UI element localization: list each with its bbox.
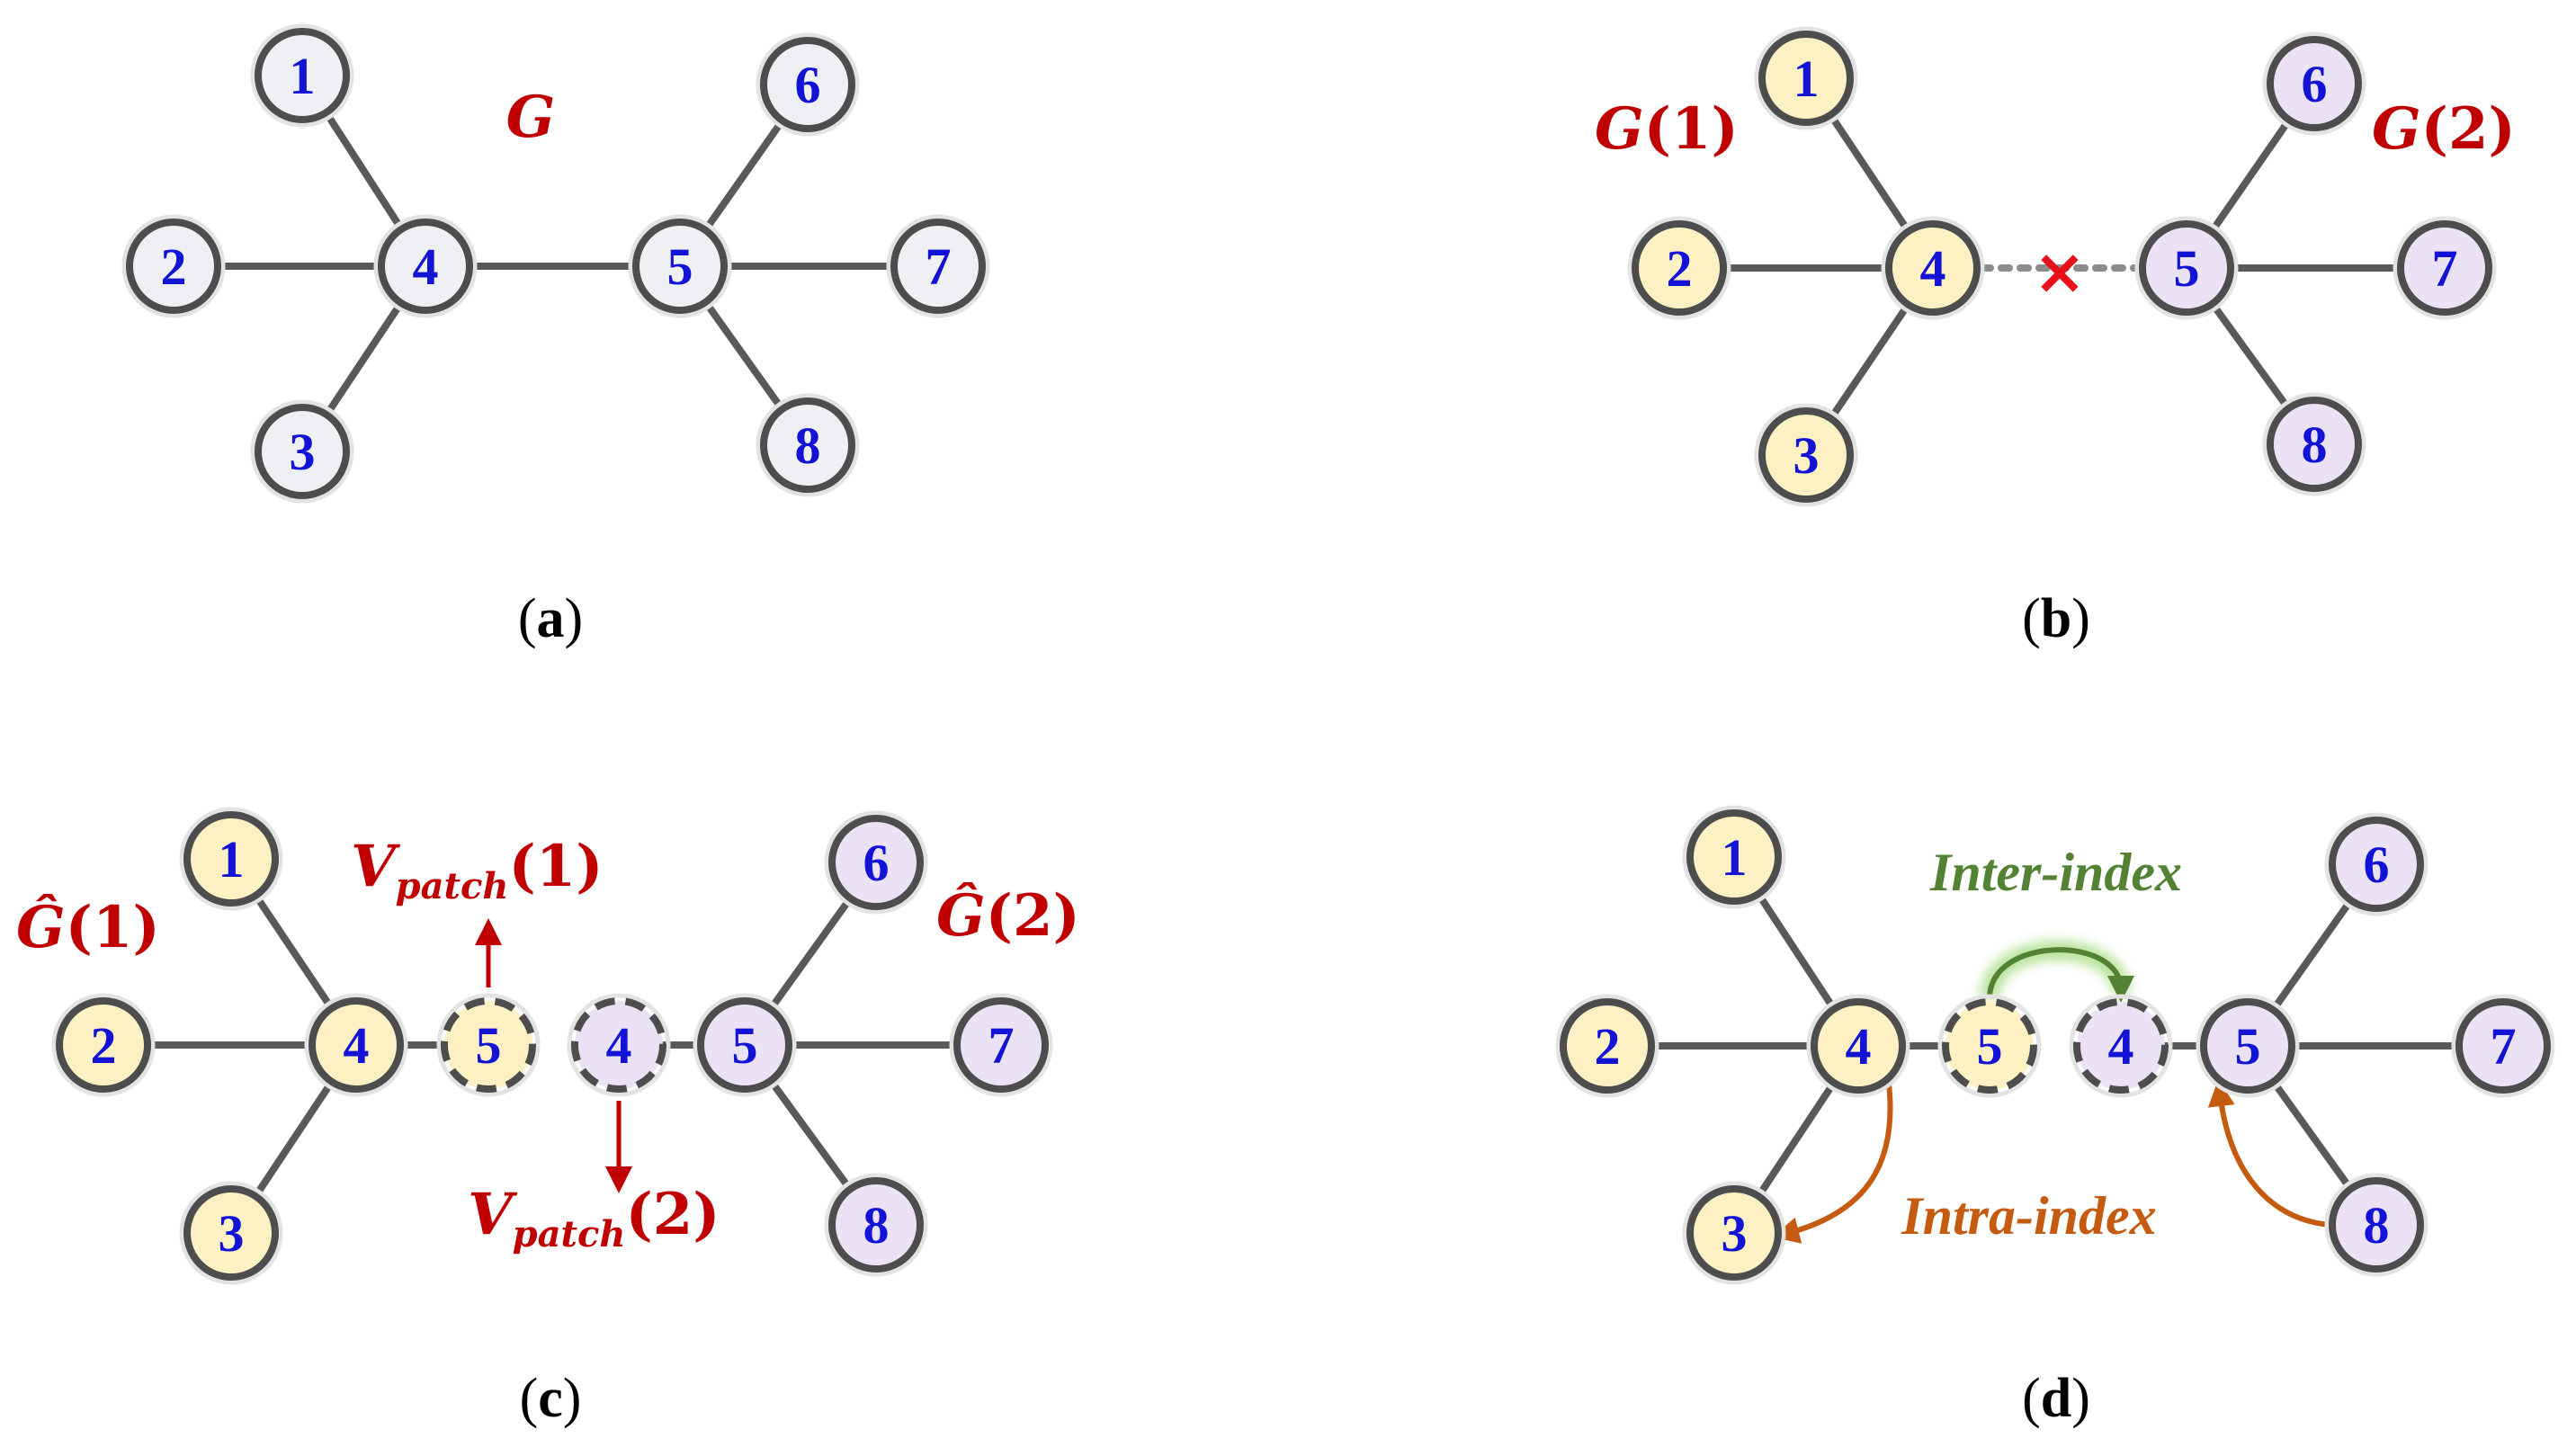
panel-b: × G(1) G(2) 1 2 3 4 5 6 7 8 (b) — [1595, 26, 2516, 649]
node-5: 5 — [2196, 994, 2300, 1098]
graph-label-g2: G(2) — [2372, 95, 2516, 163]
svg-text:4: 4 — [1920, 239, 1946, 298]
svg-text:7: 7 — [2491, 1017, 2517, 1076]
svg-text:2: 2 — [1667, 239, 1693, 298]
patch-label-2: Vpatch(2) — [468, 1181, 720, 1255]
node-1: 1 — [1682, 805, 1786, 909]
node-3: 3 — [179, 1181, 283, 1285]
svg-text:8: 8 — [2302, 415, 2328, 474]
nodes-b: 1 2 3 4 5 6 7 8 — [1627, 26, 2497, 507]
caption-b: (b) — [2022, 588, 2090, 649]
svg-text:1: 1 — [1793, 49, 1820, 108]
caption-d: (d) — [2022, 1368, 2090, 1429]
svg-text:2: 2 — [161, 237, 187, 296]
node-5: 5 — [2134, 216, 2239, 320]
node-6: 6 — [824, 810, 928, 915]
nodes-d: 1 2 3 4 5 4 5 6 7 8 — [1555, 805, 2555, 1285]
svg-text:4: 4 — [606, 1016, 632, 1075]
svg-text:3: 3 — [219, 1204, 245, 1263]
patch-node-5: 5 — [1937, 994, 2042, 1098]
node-7: 7 — [949, 993, 1053, 1097]
svg-text:7: 7 — [2432, 239, 2458, 298]
patch-node-4: 4 — [567, 993, 671, 1097]
intra-index-arrow-right — [2207, 1079, 2330, 1228]
graph-label-ghat2: Ĝ(2) — [936, 882, 1080, 950]
node-6: 6 — [2324, 812, 2428, 916]
node-4: 4 — [1881, 216, 1985, 320]
panel-c: Ĝ(1) Ĝ(2) Vpatch(1) Vpatch(2) 1 2 3 4 5 … — [16, 807, 1080, 1429]
node-8: 8 — [824, 1173, 928, 1277]
node-2: 2 — [51, 993, 156, 1097]
node-5: 5 — [628, 214, 732, 318]
node-7: 7 — [2451, 994, 2555, 1098]
node-7: 7 — [2393, 216, 2497, 320]
node-3: 3 — [1682, 1181, 1786, 1285]
svg-text:8: 8 — [2364, 1196, 2390, 1255]
svg-text:6: 6 — [863, 834, 890, 892]
svg-text:1: 1 — [1722, 828, 1748, 887]
svg-text:4: 4 — [413, 237, 439, 296]
node-4: 4 — [1806, 994, 1910, 1098]
patch-node-4: 4 — [2069, 994, 2173, 1098]
svg-text:4: 4 — [1846, 1017, 1872, 1076]
svg-text:5: 5 — [1977, 1017, 2003, 1076]
intra-index-arrow-left — [1772, 1083, 1893, 1244]
svg-text:8: 8 — [863, 1196, 890, 1255]
svg-text:6: 6 — [795, 56, 821, 114]
node-4: 4 — [373, 214, 478, 318]
svg-text:3: 3 — [290, 423, 316, 481]
svg-text:8: 8 — [795, 416, 821, 475]
caption-c: (c) — [520, 1368, 582, 1429]
graph-label-g1: G(1) — [1595, 95, 1739, 163]
caption-a: (a) — [518, 588, 583, 649]
panel-d: Inter-index Intra-index 1 2 3 4 5 4 5 6 … — [1555, 805, 2555, 1429]
panel-a: G 1 2 3 4 5 6 7 8 (a) — [121, 23, 990, 649]
node-3: 3 — [250, 399, 354, 504]
nodes-a: 1 2 3 4 5 6 7 8 — [121, 23, 990, 504]
node-2: 2 — [1627, 216, 1731, 320]
svg-text:1: 1 — [219, 830, 245, 889]
svg-text:5: 5 — [2235, 1017, 2261, 1076]
graph-label-ghat1: Ĝ(1) — [16, 894, 160, 961]
intra-index-label: Intra-index — [1901, 1186, 2156, 1246]
patch-node-5: 5 — [436, 993, 541, 1097]
svg-text:4: 4 — [344, 1016, 370, 1075]
svg-text:1: 1 — [290, 47, 316, 105]
node-8: 8 — [756, 393, 860, 497]
inter-index-arrow — [1987, 947, 2134, 1003]
node-2: 2 — [1555, 994, 1659, 1098]
node-1: 1 — [179, 807, 283, 911]
graph-label-g: G — [506, 84, 556, 151]
node-6: 6 — [756, 32, 860, 137]
svg-text:5: 5 — [2174, 239, 2200, 298]
inter-index-label: Inter-index — [1929, 843, 2182, 902]
node-8: 8 — [2324, 1173, 2428, 1277]
svg-text:3: 3 — [1793, 426, 1820, 485]
cut-mark: × — [2034, 235, 2087, 308]
svg-text:6: 6 — [2302, 55, 2328, 113]
node-3: 3 — [1754, 403, 1858, 507]
node-8: 8 — [2262, 392, 2366, 496]
node-5: 5 — [693, 993, 797, 1097]
patch-label-1: Vpatch(1) — [351, 833, 604, 907]
svg-text:7: 7 — [926, 237, 952, 296]
svg-text:7: 7 — [988, 1016, 1015, 1075]
node-4: 4 — [304, 993, 408, 1097]
svg-text:5: 5 — [667, 237, 693, 296]
svg-text:2: 2 — [1595, 1017, 1621, 1076]
svg-text:5: 5 — [732, 1016, 758, 1075]
svg-text:4: 4 — [2108, 1017, 2134, 1076]
node-1: 1 — [1754, 26, 1858, 130]
node-1: 1 — [250, 23, 354, 128]
svg-text:6: 6 — [2364, 835, 2390, 894]
node-7: 7 — [886, 214, 990, 318]
nodes-c: 1 2 3 4 5 4 5 6 7 8 — [51, 807, 1053, 1285]
svg-text:3: 3 — [1722, 1204, 1748, 1263]
svg-text:2: 2 — [91, 1016, 117, 1075]
node-6: 6 — [2262, 31, 2366, 136]
svg-text:5: 5 — [476, 1016, 502, 1075]
node-2: 2 — [121, 214, 226, 318]
